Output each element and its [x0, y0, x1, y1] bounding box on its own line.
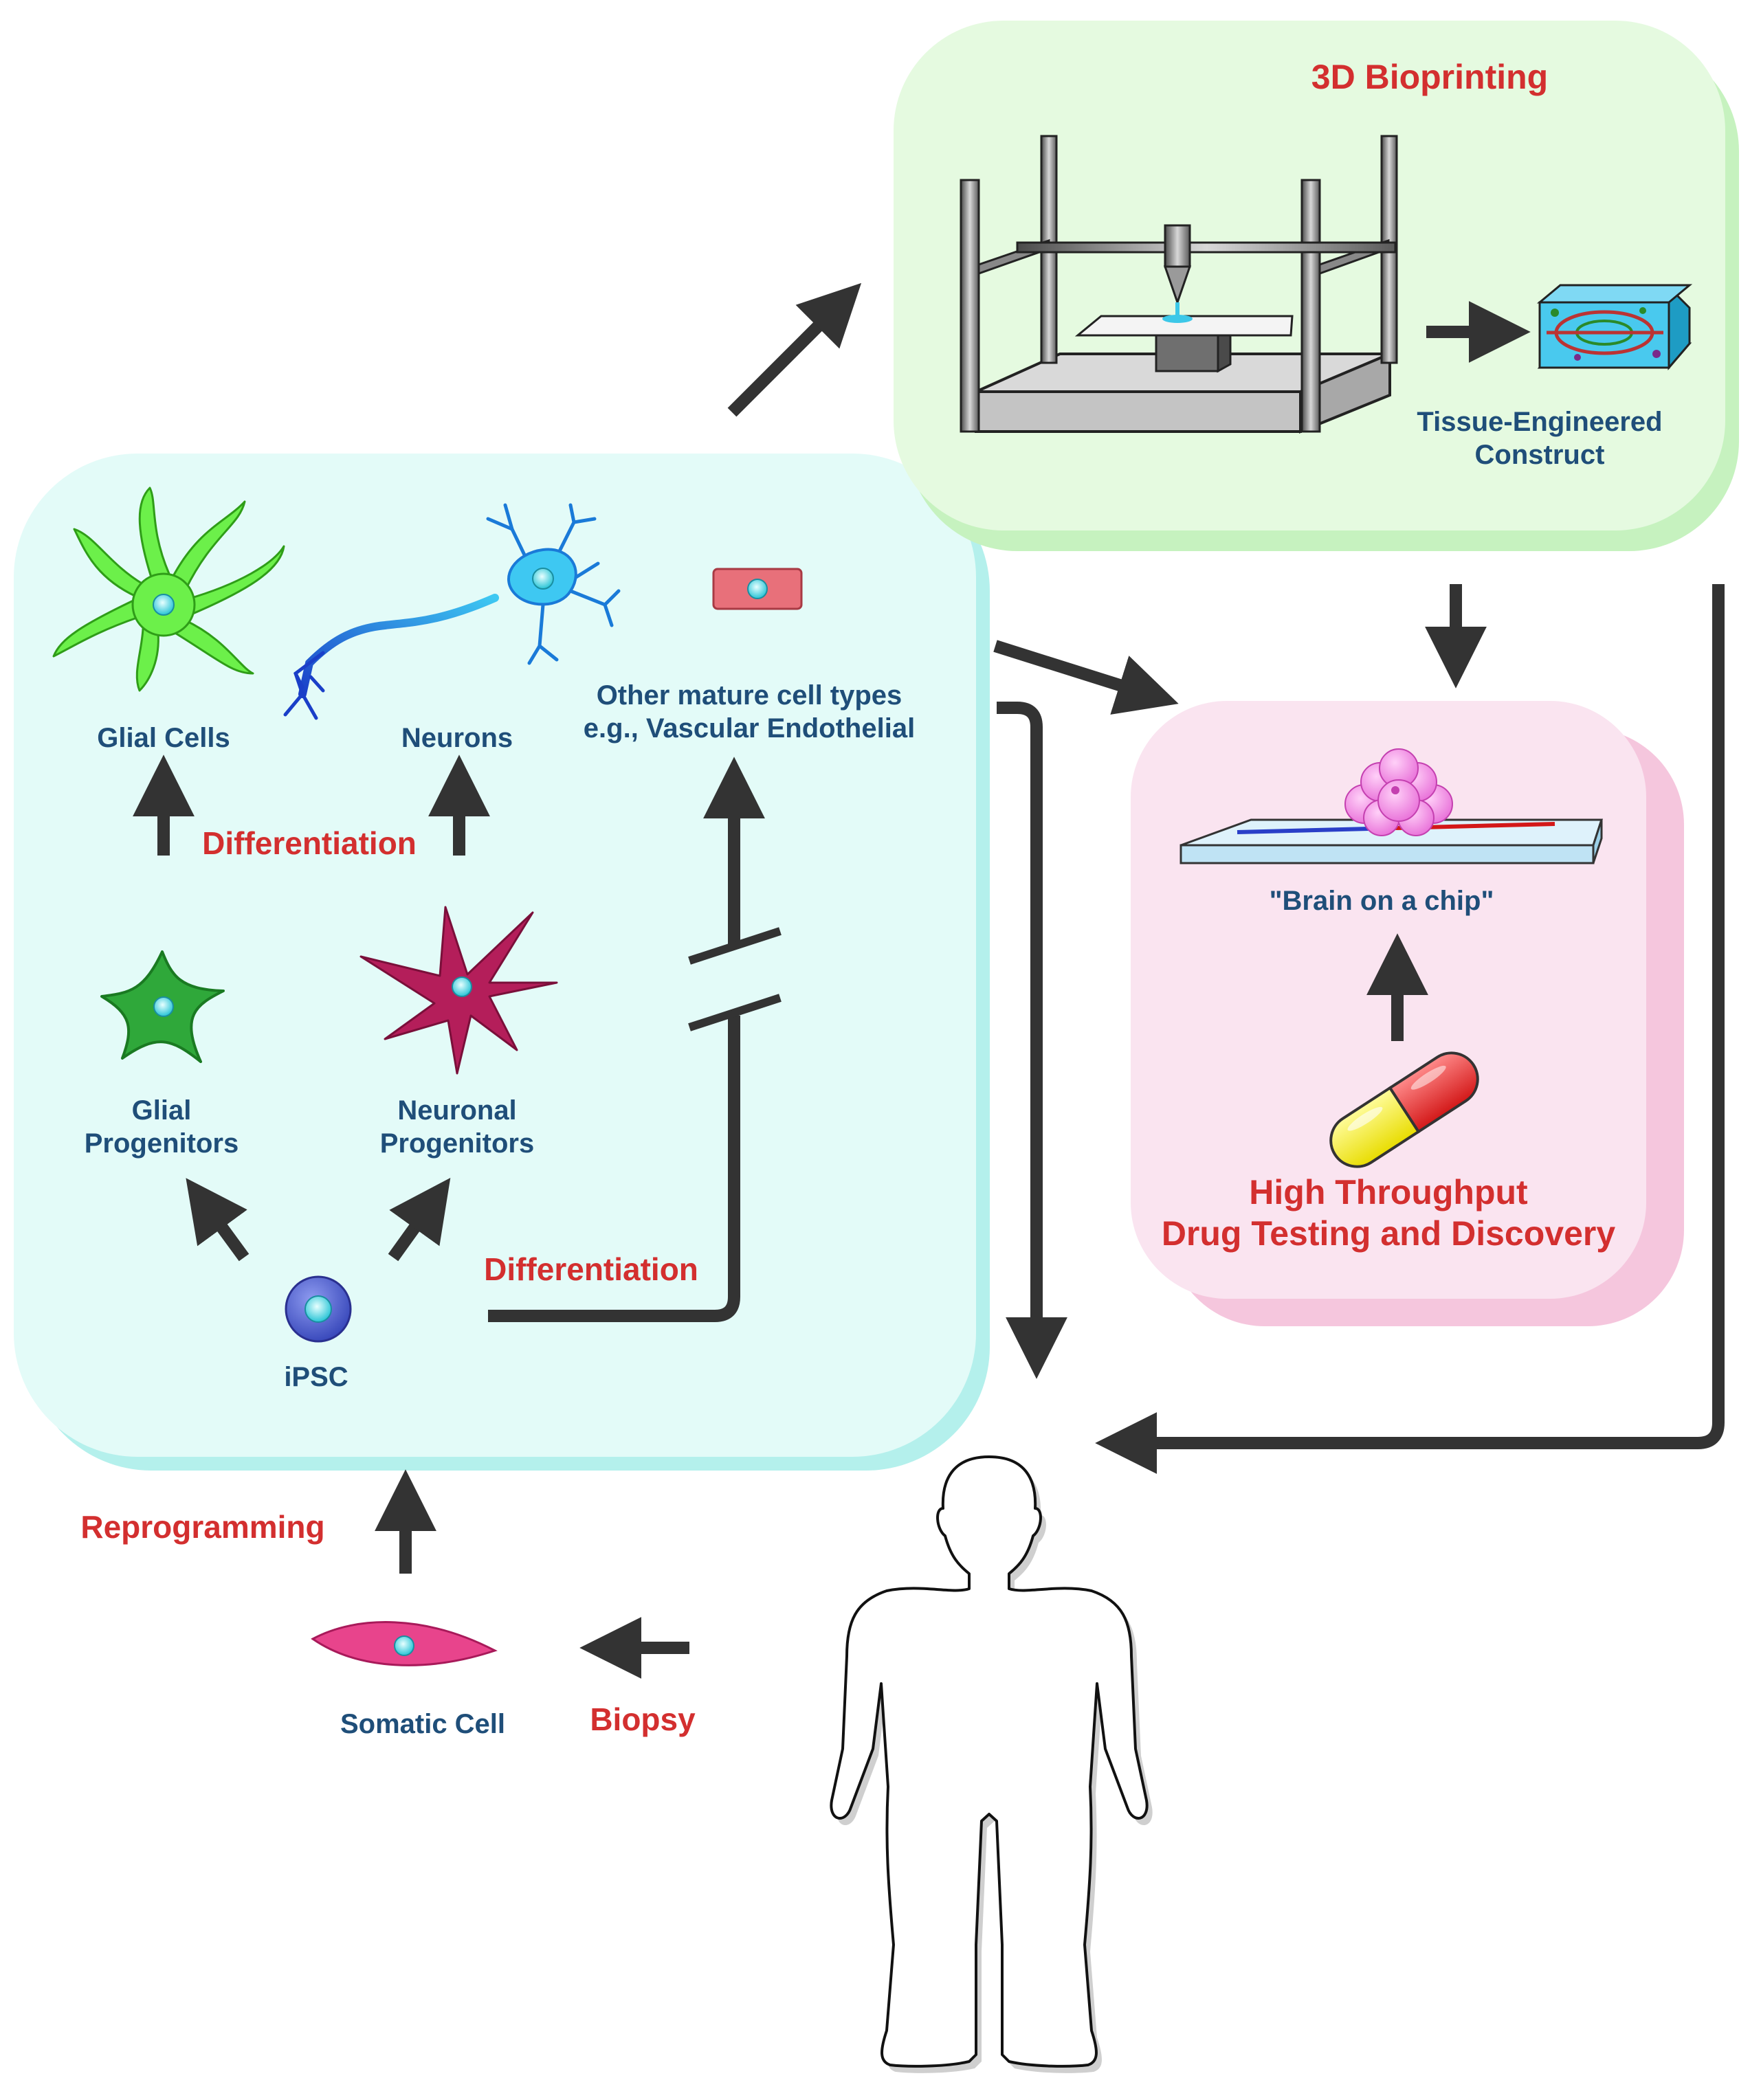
glial-cell-icon [52, 487, 285, 692]
ipsc-icon [285, 1275, 352, 1343]
endothelial-cell-icon [712, 568, 803, 610]
glial-progenitor-icon [100, 950, 225, 1063]
brain-chip-icon [1179, 748, 1604, 864]
somatic-cell-label: Somatic Cell [340, 1709, 506, 1739]
glial-progenitors-label-line2: Progenitors [84, 1128, 239, 1159]
bioprinting-title: 3D Bioprinting [1311, 58, 1549, 96]
bioprinter-icon [960, 135, 1398, 434]
differentiation-bottom-label: Differentiation [484, 1251, 698, 1287]
other-cells-label-line2: e.g., Vascular Endothelial [583, 713, 916, 744]
ipsc-label: iPSC [284, 1362, 348, 1392]
pill-icon [1329, 1051, 1479, 1168]
arrow-ipsc-to-glial [186, 1178, 250, 1262]
other-cells-label-line1: Other mature cell types [596, 680, 902, 711]
neuron-icon [283, 503, 621, 720]
brain-chip-label: "Brain on a chip" [1269, 886, 1494, 916]
arrow-bioprint-to-human [1095, 584, 1725, 1474]
arrow-to-chip [993, 640, 1179, 715]
reprogramming-label: Reprogramming [80, 1509, 325, 1545]
other-cells-label: Other mature cell types e.g., Vascular E… [543, 679, 955, 745]
drug-testing-label-line1: High Throughput [1249, 1173, 1528, 1211]
human-silhouette-icon [830, 1455, 1153, 2073]
neuronal-progenitor-icon [359, 906, 558, 1075]
neuronal-progenitors-label-line2: Progenitors [379, 1128, 535, 1159]
break-mark [688, 994, 782, 1031]
biopsy-label: Biopsy [590, 1701, 696, 1737]
glial-cells-label: Glial Cells [97, 723, 230, 753]
break-mark [688, 927, 782, 965]
glial-progenitors-label-line1: Glial [131, 1095, 192, 1126]
arrow-ipsc-to-neuronal [388, 1177, 451, 1262]
differentiation-top-label: Differentiation [202, 825, 417, 861]
neuronal-progenitors-label: Neuronal Progenitors [351, 1094, 564, 1160]
arrow-ipsc-to-other [488, 1016, 740, 1322]
neuronal-progenitors-label-line1: Neuronal [397, 1095, 517, 1126]
arrow-to-bioprinting [727, 282, 862, 417]
tissue-construct-label-line1: Tissue-Engineered [1417, 407, 1663, 437]
tissue-construct-label: Tissue-Engineered Construct [1375, 405, 1705, 471]
drug-testing-label: High Throughput Drug Testing and Discove… [1120, 1172, 1657, 1254]
drug-testing-label-line2: Drug Testing and Discovery [1161, 1214, 1616, 1253]
arrow-cells-to-human [997, 702, 1067, 1379]
somatic-cell-icon [311, 1621, 498, 1666]
tissue-construct-label-line2: Construct [1474, 440, 1605, 470]
tissue-construct-icon [1536, 284, 1693, 371]
neurons-label: Neurons [401, 723, 513, 753]
glial-progenitors-label: Glial Progenitors [55, 1094, 268, 1160]
